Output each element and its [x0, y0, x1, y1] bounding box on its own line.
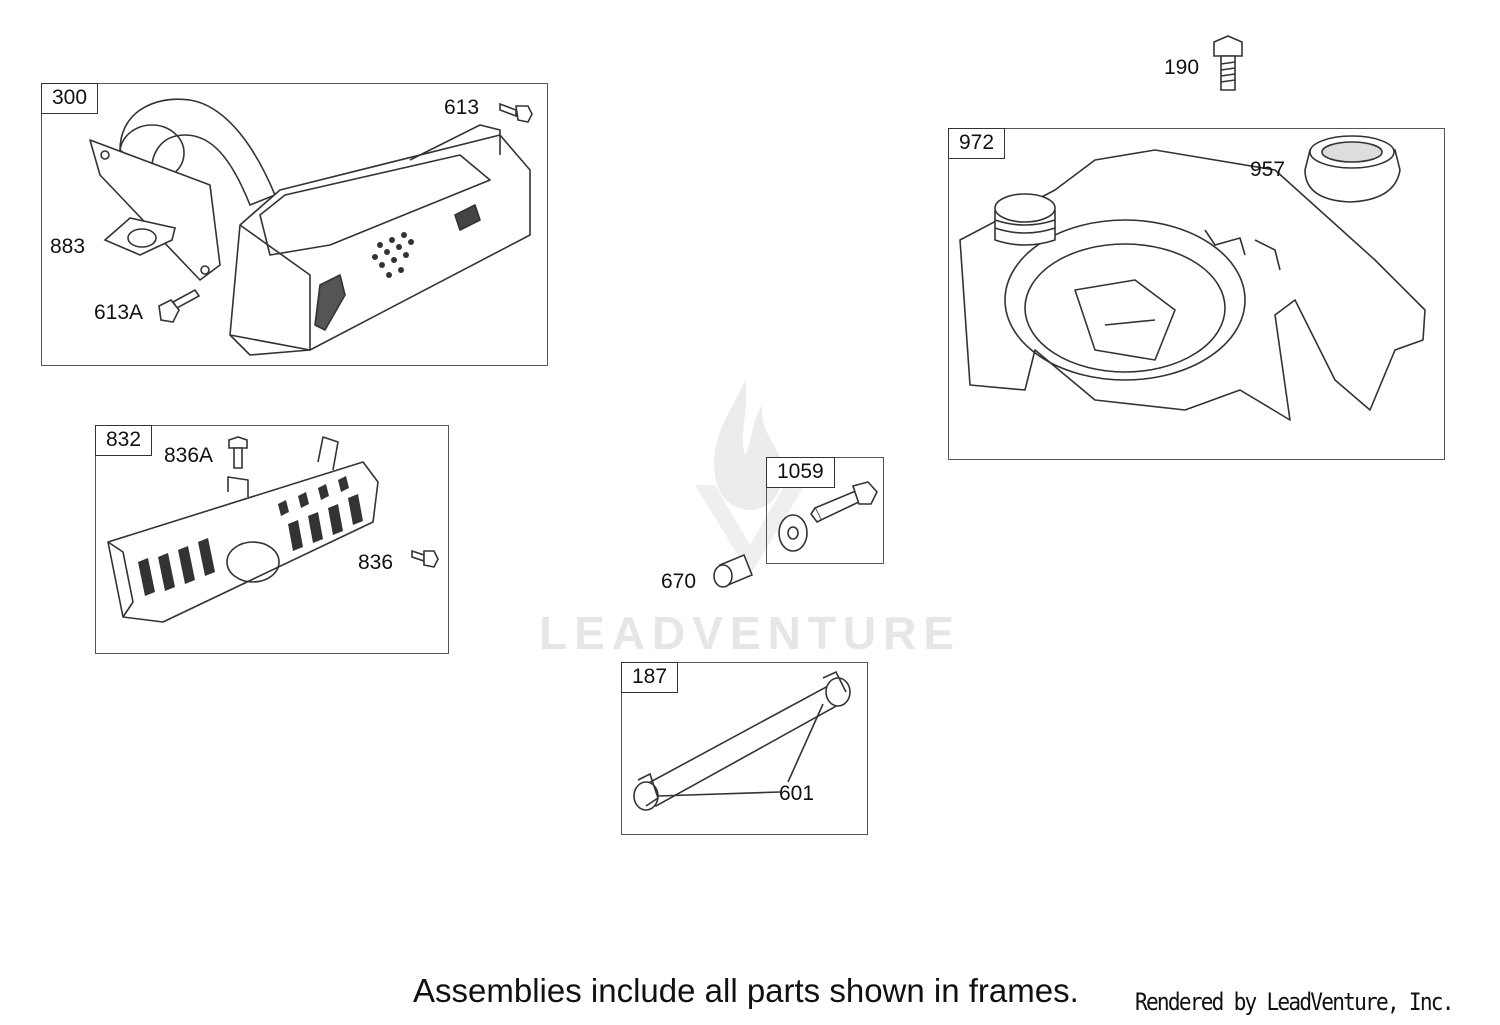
part-label-836A: 836A [164, 444, 214, 467]
part-label-670: 670 [661, 570, 697, 593]
frame-label-972: 972 [948, 128, 1006, 159]
watermark-text: LEADVENTURE [538, 607, 962, 659]
part-label-883: 883 [50, 235, 86, 258]
frame-187: 187 [621, 662, 868, 835]
frame-label-1059: 1059 [766, 457, 835, 488]
frame-label-300: 300 [41, 83, 99, 114]
part-label-601: 601 [779, 782, 815, 805]
part-label-957: 957 [1250, 158, 1286, 181]
assemblies-note: Assemblies include all parts shown in fr… [413, 972, 1079, 1009]
part-label-613A: 613A [94, 301, 144, 324]
part-label-190: 190 [1164, 56, 1200, 79]
frame-label-832: 832 [95, 425, 153, 456]
frame-label-187: 187 [621, 662, 679, 693]
part-label-613: 613 [444, 96, 480, 119]
frame-832: 832 [95, 425, 449, 654]
frame-300: 300 [41, 83, 548, 366]
render-credit: Rendered by LeadVenture, Inc. [1135, 988, 1454, 1016]
frame-1059: 1059 [766, 457, 884, 564]
frame-972: 972 [948, 128, 1445, 460]
part-label-836: 836 [358, 551, 394, 574]
